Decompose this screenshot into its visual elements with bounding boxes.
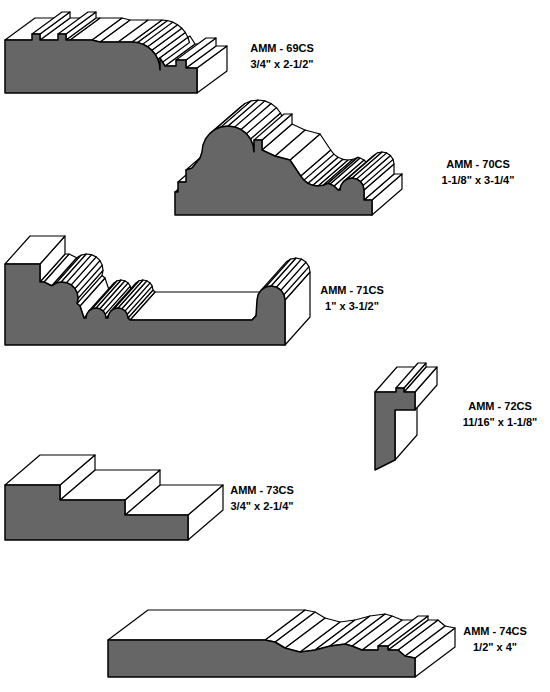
part-number: AMM - 72CS xyxy=(468,399,532,413)
dimension: 3/4" x 2-1/2" xyxy=(250,57,313,71)
moulding-surface xyxy=(96,280,125,309)
part-number: AMM - 70CS xyxy=(446,157,510,171)
moulding-72cs xyxy=(375,363,437,470)
dimension: 3/4" x 2-1/4" xyxy=(230,499,293,513)
moulding-surface xyxy=(5,455,95,485)
moulding-surface xyxy=(330,614,385,646)
moulding-surface xyxy=(271,258,301,287)
part-number: AMM - 71CS xyxy=(320,283,384,297)
moulding-section xyxy=(5,34,197,93)
part-number: AMM - 69CS xyxy=(250,41,314,55)
moulding-surface xyxy=(5,236,65,264)
moulding-surface xyxy=(266,258,296,287)
moulding-section xyxy=(375,388,415,470)
moulding-surface xyxy=(347,152,382,179)
moulding-section xyxy=(108,640,415,677)
moulding-71cs xyxy=(5,236,310,345)
moulding-74cs xyxy=(108,610,455,677)
dimension: 1" x 3-1/2" xyxy=(325,299,379,313)
moulding-73cs xyxy=(5,455,223,540)
moulding-section xyxy=(175,126,372,215)
moulding-69cs xyxy=(5,12,227,93)
moulding-section xyxy=(5,264,285,345)
dimension: 1/2" x 4" xyxy=(473,640,517,654)
moulding-section xyxy=(5,485,188,540)
moulding-surface xyxy=(352,152,387,179)
moulding-surface xyxy=(108,610,305,640)
dimension: 11/16" x 1-1/8" xyxy=(463,415,538,429)
moulding-surface xyxy=(32,12,70,34)
part-number: AMM - 73CS xyxy=(230,483,294,497)
moulding-surface xyxy=(396,363,426,388)
moulding-70cs xyxy=(175,100,402,215)
moulding-surface xyxy=(228,100,265,127)
moulding-surface xyxy=(221,100,258,127)
part-number: AMM - 74CS xyxy=(463,624,527,638)
dimension: 1-1/8" x 3-1/4" xyxy=(442,173,515,187)
